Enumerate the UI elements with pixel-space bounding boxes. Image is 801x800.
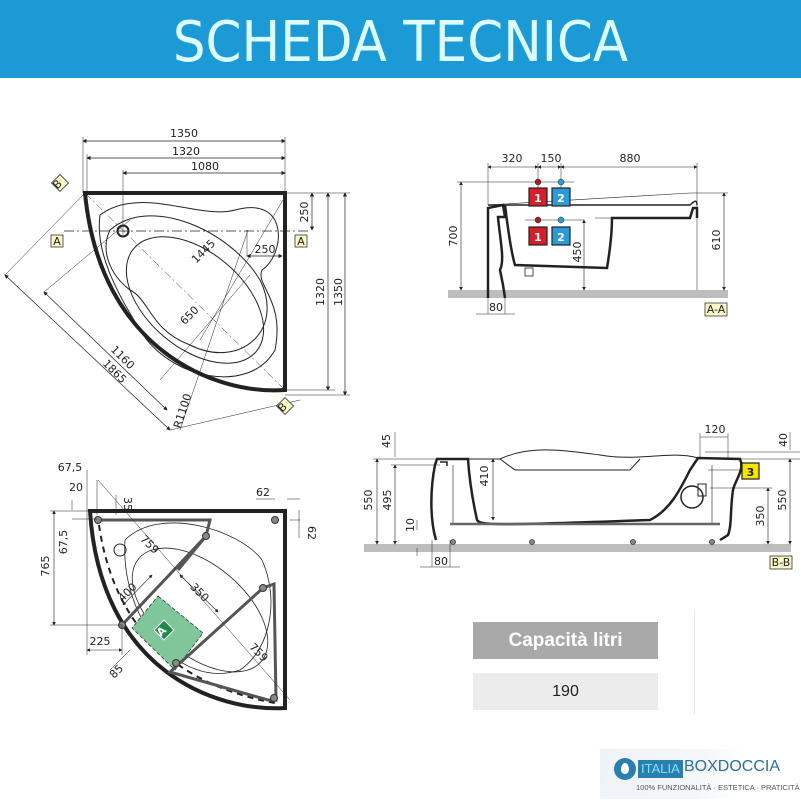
pump-marker: 3	[741, 462, 760, 480]
dim-85: 85	[107, 662, 126, 681]
dim-45: 45	[380, 434, 393, 448]
top-plan-dimensions: 1350 1320 1080 250 1320 1350 250 1445 65…	[100, 127, 345, 430]
frame-plan-dimensions: 67,5 20 35 62 62 67,5 765 759 759 400 35…	[39, 461, 318, 681]
logo-italia: ITALIA	[638, 760, 683, 778]
capacity-value: 190	[473, 673, 658, 710]
dim-225: 225	[90, 635, 111, 648]
section-a-a-labels: 320 150 880 700 610 450 80 1 2 1 2 A-A	[447, 152, 728, 317]
section-b-b-labels: 45 120 40 550 495 410 10 80 350 550 3 B-…	[362, 423, 793, 570]
dim-r1100: R1100	[171, 392, 194, 430]
page-title: SCHEDA TECNICA	[172, 10, 629, 75]
section-b-b-view	[364, 432, 800, 568]
divider	[694, 610, 695, 715]
dim-350: 350	[754, 506, 767, 527]
dim-610: 610	[710, 230, 723, 251]
dim-1320-v: 1320	[314, 278, 327, 306]
svg-text:2: 2	[557, 192, 565, 205]
hot-water-inlet-upper: 1	[528, 187, 548, 207]
svg-text:1: 1	[534, 192, 542, 205]
cold-water-inlet-lower: 2	[551, 226, 571, 246]
svg-text:1: 1	[534, 231, 542, 244]
section-a-right: A	[297, 235, 305, 248]
section-a-left: A	[53, 235, 61, 248]
cold-water-inlet-upper: 2	[551, 187, 571, 207]
section-b-b-label: B-B	[772, 556, 791, 569]
dim-1320: 1320	[172, 145, 200, 158]
hot-water-inlet-lower: 1	[528, 226, 548, 246]
brand-logo: ITALIA BOXDOCCIA 100% FUNZIONALITÀ · EST…	[600, 749, 800, 799]
dim-495: 495	[381, 490, 394, 511]
dim-350: 350	[187, 581, 211, 605]
dim-1445: 1445	[189, 237, 218, 266]
svg-text:3: 3	[747, 466, 755, 479]
dim-250-v: 250	[298, 202, 311, 223]
section-a-a-view	[448, 163, 728, 315]
logo-tagline: 100% FUNZIONALITÀ · ESTETICA · PRATICITÀ	[636, 783, 800, 792]
dim-62-h: 62	[256, 486, 270, 499]
dim-700: 700	[447, 226, 460, 247]
dim-450: 450	[571, 242, 584, 263]
top-plan-view	[4, 137, 350, 431]
dim-550-left: 550	[362, 490, 375, 511]
dim-1350-v: 1350	[332, 278, 345, 306]
dim-67-5-v: 67,5	[57, 530, 70, 555]
title-banner: SCHEDA TECNICA	[0, 0, 801, 78]
dim-67-5-h: 67,5	[58, 461, 83, 474]
dim-150: 150	[541, 152, 562, 165]
frame-plan-view	[50, 470, 300, 711]
dim-650: 650	[178, 304, 202, 328]
section-a-a-label: A-A	[707, 303, 726, 316]
dim-20: 20	[69, 481, 83, 494]
dim-250-h: 250	[255, 243, 276, 256]
dim-410: 410	[478, 466, 491, 487]
svg-text:2: 2	[557, 231, 565, 244]
logo-boxdoccia: BOXDOCCIA	[684, 758, 781, 775]
dim-80-bb: 80	[434, 555, 448, 568]
dim-765: 765	[39, 556, 52, 577]
dim-10: 10	[404, 518, 417, 532]
dim-35: 35	[121, 497, 134, 511]
capacity-label: Capacità litri	[473, 622, 658, 659]
dim-550-right: 550	[776, 490, 789, 511]
dim-40: 40	[777, 433, 790, 447]
dim-759-b: 759	[246, 641, 270, 665]
dim-1080: 1080	[191, 160, 219, 173]
dim-62-v: 62	[305, 526, 318, 540]
dim-1350: 1350	[170, 127, 198, 140]
dim-80: 80	[489, 301, 503, 314]
dim-120: 120	[705, 423, 726, 436]
dim-880: 880	[620, 152, 641, 165]
dim-759-a: 759	[137, 533, 161, 557]
dim-400: 400	[116, 581, 140, 605]
water-drop-icon	[614, 758, 636, 780]
dim-320: 320	[502, 152, 523, 165]
